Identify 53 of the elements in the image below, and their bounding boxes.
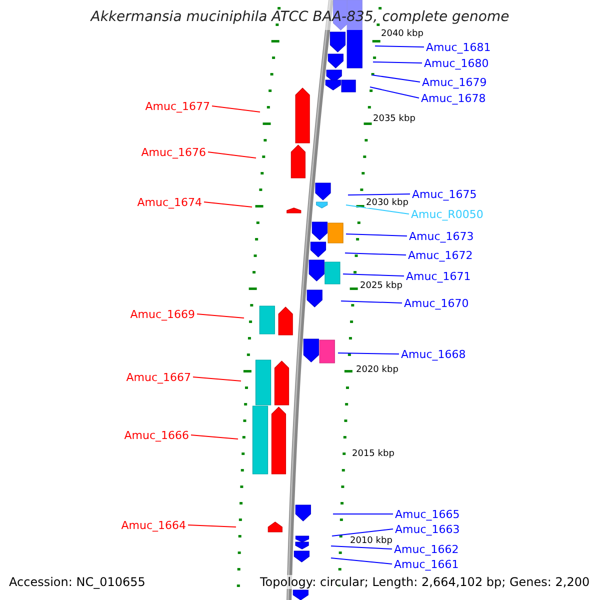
leader-line <box>192 376 242 382</box>
gene-label: Amuc_1670 <box>404 296 469 310</box>
gene-label: Amuc_1665 <box>395 508 460 520</box>
gene-label: Amuc_1661 <box>394 558 459 570</box>
footer-text: Accession: NC_010655 <box>9 575 146 589</box>
scale-tick-label: 2035 kbp <box>373 114 416 124</box>
gene-label: Amuc_1674 <box>137 196 202 208</box>
gene-label: Amuc_1668 <box>401 348 466 360</box>
scale-tick-label: 2040 kbp <box>381 29 424 39</box>
leader-line <box>330 546 392 550</box>
scale-tick-label: 2010 kbp <box>350 536 392 546</box>
gene-label: Amuc_1664 <box>121 518 186 532</box>
gene-label: Amuc_1681 <box>426 40 491 54</box>
leader-line <box>372 74 420 82</box>
footer-text: Topology: circular; Length: 2,664,102 bp; Genes: 2,200 <box>260 575 590 589</box>
gene-label: Amuc_1676 <box>141 146 206 158</box>
gene-label: Amuc_1680 <box>424 56 489 70</box>
leader-line <box>340 300 402 304</box>
gene-label: Amuc_1662 <box>394 542 459 556</box>
gene-label: Amuc_1669 <box>130 308 195 320</box>
scale-tick-label: 2020 kbp <box>356 365 398 375</box>
leader-line <box>330 558 392 564</box>
leader-line <box>204 202 252 208</box>
gene-label: Amuc_1673 <box>409 230 474 242</box>
leader-line <box>346 234 408 236</box>
scale-tick-label: 2025 kbp <box>360 281 402 291</box>
gene-label: Amuc_R0050 <box>411 208 484 220</box>
gene-label: Amuc_1675 <box>412 188 477 200</box>
leader-line <box>372 62 422 64</box>
scale-tick-label: 2030 kbp <box>366 198 408 208</box>
gene-label: Amuc_1679 <box>422 76 487 88</box>
gene-label: Amuc_1671 <box>406 270 471 282</box>
leader-line <box>332 528 394 536</box>
leader-line <box>190 434 238 440</box>
leader-line <box>348 194 410 196</box>
leader-line <box>212 106 260 112</box>
scale-tick-label: 2015 kbp <box>352 449 394 459</box>
leader-line <box>188 524 236 528</box>
leader-line <box>342 274 404 276</box>
gene-label: Amuc_1667 <box>126 370 191 384</box>
leader-line <box>370 86 420 98</box>
leader-line <box>196 314 244 318</box>
leader-line <box>208 152 256 158</box>
gene-label: Amuc_1678 <box>421 92 486 104</box>
gene-label: Amuc_1677 <box>145 100 210 112</box>
map-title: Akkermansia muciniphila ATCC BAA-835, complete genome <box>89 9 510 25</box>
leader-line <box>346 204 410 214</box>
leader-line <box>374 46 424 48</box>
gene-label: Amuc_1666 <box>124 428 189 442</box>
gene-label: Amuc_1663 <box>395 522 460 536</box>
gene-label: Amuc_1672 <box>408 248 473 262</box>
leader-line <box>344 252 406 256</box>
leader-line <box>338 352 400 354</box>
